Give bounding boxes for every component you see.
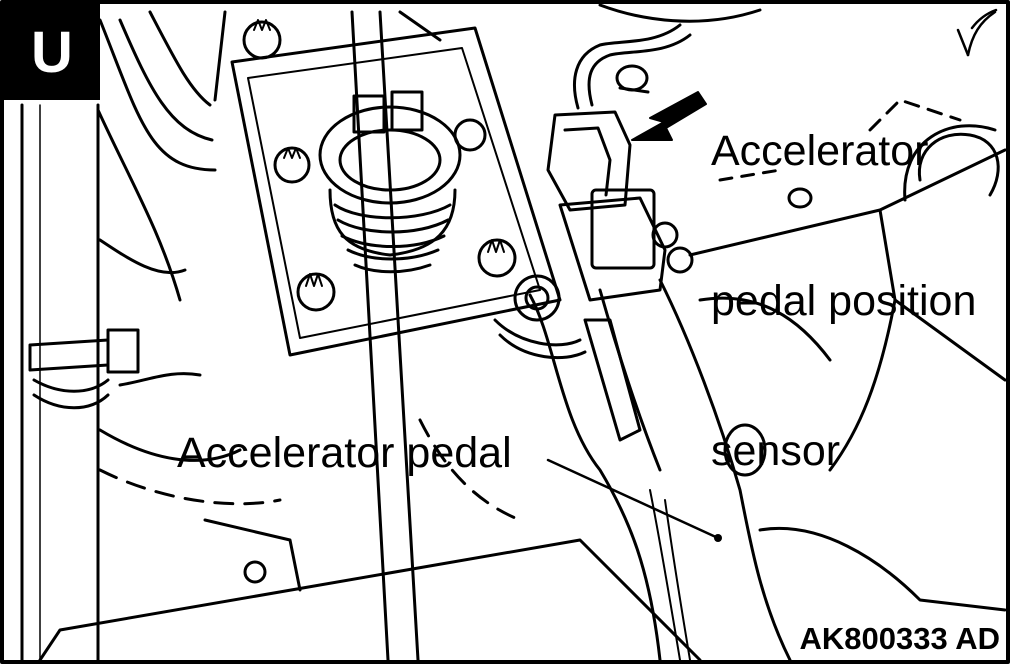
position-sensor-body <box>546 110 694 302</box>
mounting-plate <box>230 19 562 357</box>
floor-contours-upper-left <box>96 10 242 462</box>
left-hose <box>20 103 140 662</box>
sensor-wiring <box>573 3 762 110</box>
sensor-callout-line2: pedal position <box>711 277 977 325</box>
pedal-arm <box>493 274 792 662</box>
pedal-leader <box>546 458 720 540</box>
section-badge: U <box>4 4 100 100</box>
leader-lines <box>546 458 722 542</box>
sensor-arrow <box>631 91 707 141</box>
floor-contours-right <box>688 98 1007 612</box>
bolt-lower-right <box>477 238 517 278</box>
pedal-callout: Accelerator pedal <box>177 429 512 477</box>
bolt-top-left <box>242 20 282 60</box>
floor-hole <box>787 187 813 209</box>
sensor-callout-line3: sensor <box>711 427 841 475</box>
wire-symbol <box>956 8 998 57</box>
sensor-callout: Accelerator pedal position sensor <box>711 26 976 526</box>
floor-panel-lower <box>38 418 702 662</box>
bolt-left <box>273 146 311 184</box>
cable-rod <box>350 10 442 662</box>
bolt-lower-left <box>296 272 336 312</box>
pivot-bolt <box>513 274 561 322</box>
drawing-code: AK800333 AD <box>799 621 1000 656</box>
sensor-callout-line1: Accelerator <box>711 127 929 175</box>
